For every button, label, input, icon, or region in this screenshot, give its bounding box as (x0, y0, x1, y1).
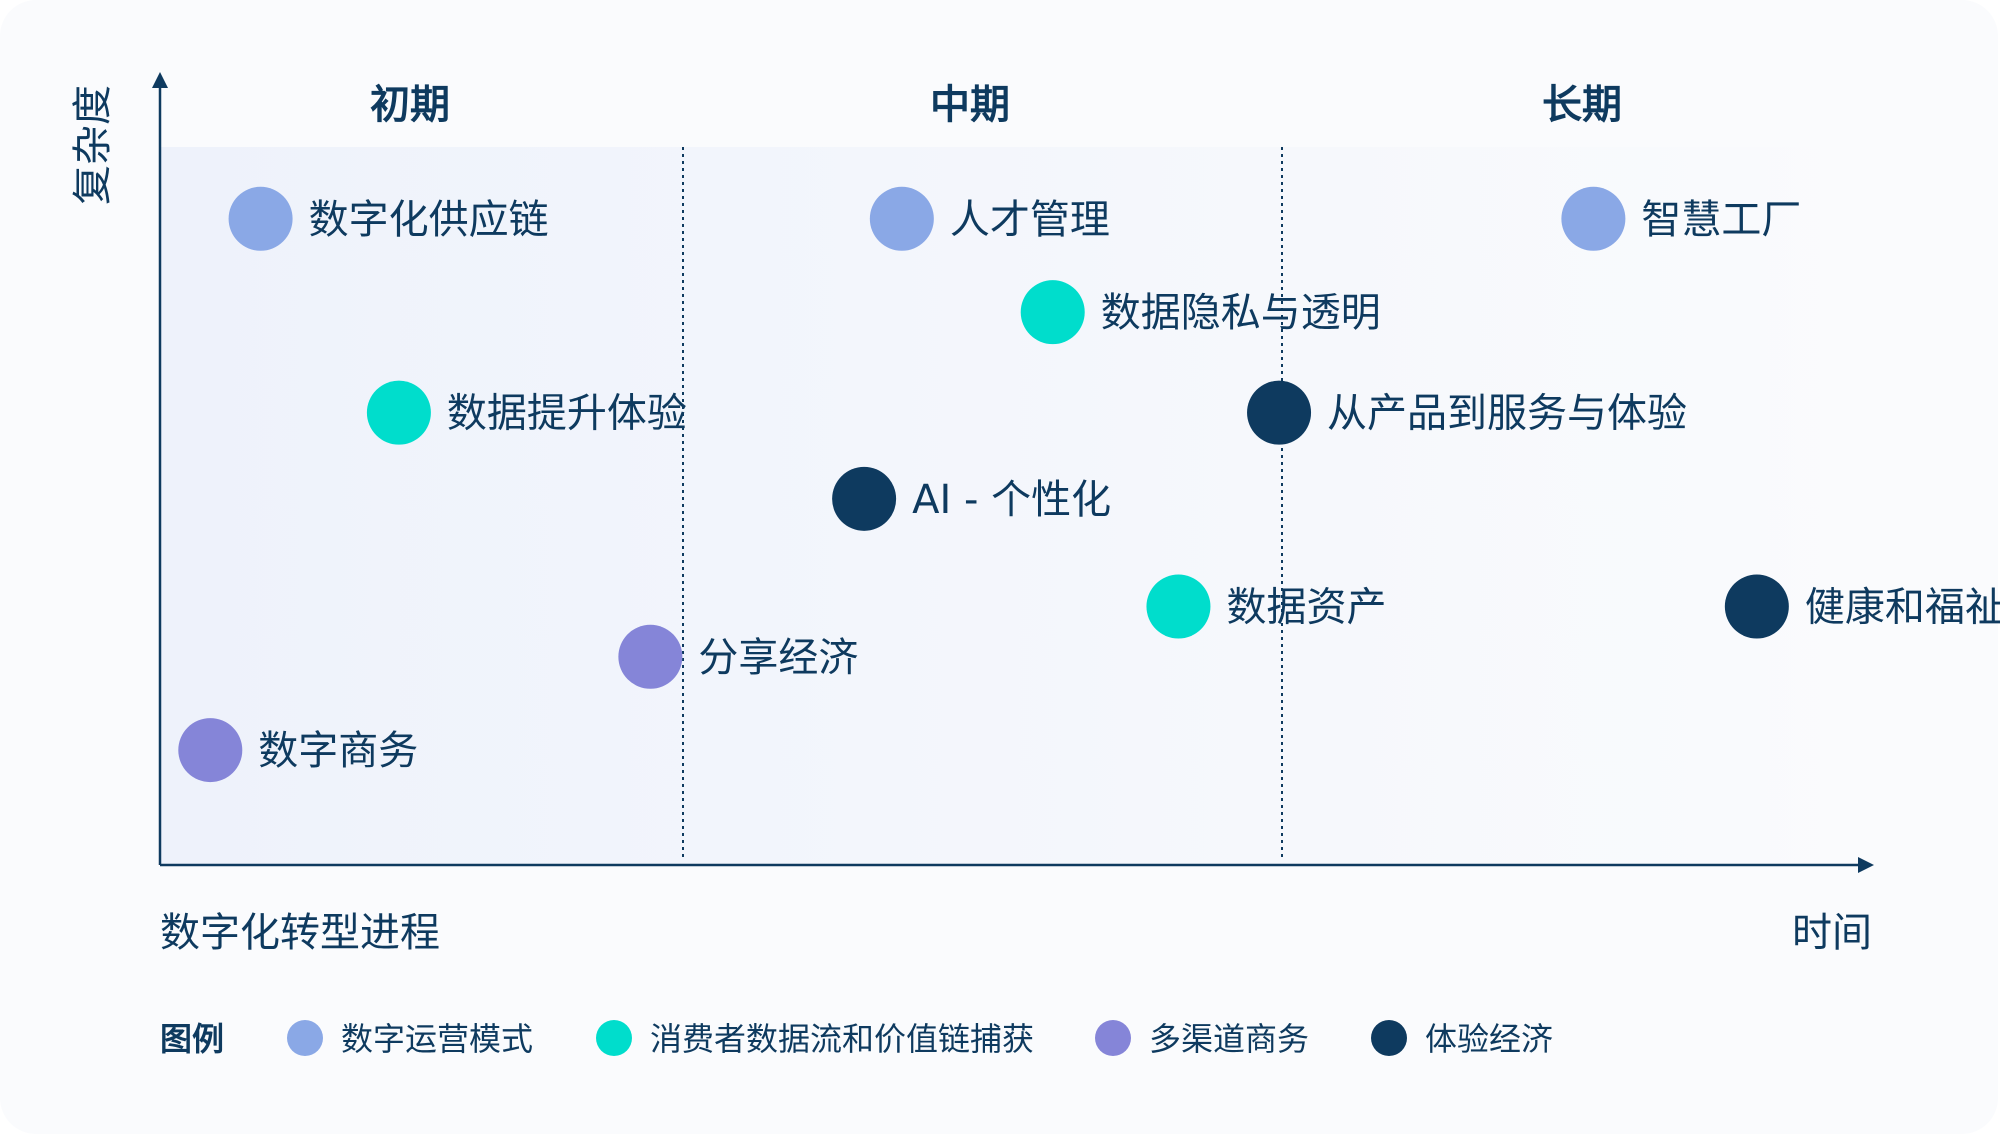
phase-title: 初期 (370, 82, 450, 128)
legend-swatch-ops (287, 1020, 323, 1056)
phase-title: 长期 (1542, 82, 1622, 128)
item-dot-exp (832, 466, 897, 531)
item-label: 人才管理 (950, 197, 1110, 243)
legend-item-omni: 多渠道商务 (1149, 1020, 1309, 1058)
item-label: 数据提升体验 (447, 391, 687, 437)
legend-swatch-data (596, 1020, 632, 1056)
legend-item-exp: 体验经济 (1425, 1020, 1553, 1058)
x-axis-arrow (1858, 857, 1874, 873)
legend-item-data: 消费者数据流和价值链捕获 (650, 1020, 1034, 1058)
legend-swatch-exp (1371, 1020, 1407, 1056)
item-dot-omni (618, 624, 683, 689)
plot-area (160, 147, 1870, 865)
y-axis-arrow (152, 72, 168, 88)
phase-title: 中期 (930, 82, 1010, 128)
y-axis-label: 复杂度 (70, 85, 116, 205)
item-label: 数据资产 (1226, 585, 1386, 631)
item-label: 健康和福祉商品和服务 (1805, 585, 2000, 631)
item-label: 数据隐私与透明 (1101, 290, 1381, 336)
item-label: 智慧工厂 (1641, 197, 1801, 243)
item-dot-omni (178, 718, 243, 783)
legend-item-ops: 数字运营模式 (341, 1020, 533, 1058)
item-dot-exp (1724, 574, 1789, 639)
item-dot-data (366, 380, 431, 445)
item-label: AI - 个性化 (912, 477, 1111, 523)
item-dot-data (1020, 280, 1085, 345)
legend-swatch-omni (1095, 1020, 1131, 1056)
item-dot-ops (1561, 186, 1626, 251)
x-axis-end-label: 时间 (1792, 910, 1872, 956)
item-dot-ops (228, 186, 293, 251)
item-label: 分享经济 (698, 635, 858, 681)
x-axis-label: 数字化转型进程 (160, 910, 440, 956)
item-dot-exp (1247, 380, 1312, 445)
item-dot-ops (869, 186, 934, 251)
item-label: 数字商务 (258, 728, 418, 774)
item-label: 从产品到服务与体验 (1327, 391, 1687, 437)
item-label: 数字化供应链 (309, 197, 549, 243)
item-dot-data (1146, 574, 1211, 639)
legend-title: 图例 (160, 1020, 224, 1058)
